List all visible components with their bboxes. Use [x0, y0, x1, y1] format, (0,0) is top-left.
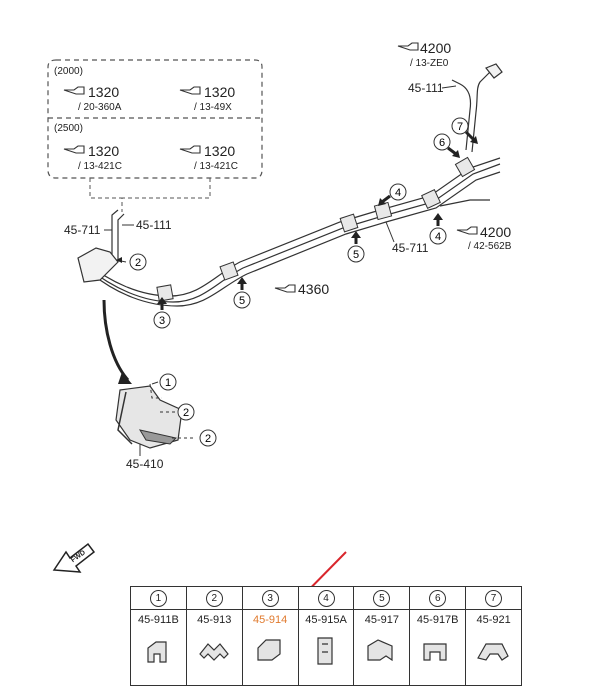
pointing-hand-icon	[179, 86, 201, 95]
ref-code: 1320	[204, 143, 235, 159]
ref-sub: / 13-49X	[194, 102, 232, 113]
svg-text:4200: 4200	[480, 224, 511, 240]
svg-text:3: 3	[159, 315, 165, 327]
group-label-2000: (2000)	[54, 66, 83, 77]
clip-7-icon	[476, 643, 509, 661]
legend-item-1[interactable]: 1 45-911B	[131, 587, 187, 685]
svg-text:7: 7	[457, 121, 463, 133]
svg-text:4: 4	[395, 187, 401, 199]
callout-2-top: 2	[115, 253, 147, 271]
legend-number: 5	[373, 589, 391, 607]
legend-item-3[interactable]: 3 45-914	[242, 587, 299, 685]
svg-text:1: 1	[165, 377, 171, 389]
reference-box: (2000) (2500) 1320 / 20-360A 1320 / 13-4…	[47, 59, 263, 212]
legend-item-5[interactable]: 5 45-917	[354, 587, 411, 685]
legend-part-number: 45-917	[364, 614, 399, 626]
clip-5-icon	[367, 639, 393, 662]
ref-code: 1320	[204, 84, 235, 100]
svg-text:6: 6	[439, 137, 445, 149]
ref-center[interactable]: 4360	[274, 281, 329, 297]
legend-number: 1	[149, 589, 167, 607]
svg-text:5: 5	[239, 295, 245, 307]
svg-text:2: 2	[205, 433, 211, 445]
legend-part-number: 45-911B	[138, 614, 179, 626]
ref-code: 1320	[88, 84, 119, 100]
clip-4-icon	[317, 637, 333, 665]
pointing-hand-icon	[63, 86, 85, 95]
ref-sub: / 13-421C	[194, 161, 238, 172]
part-45-410: 45-410	[126, 457, 164, 471]
legend-number: 6	[429, 589, 447, 607]
legend-number: 4	[317, 589, 335, 607]
clip-6-icon	[423, 643, 447, 661]
legend-item-6[interactable]: 6 45-917B	[410, 587, 467, 685]
legend-item-7[interactable]: 7 45-921	[466, 587, 522, 685]
heat-shield-detail	[102, 299, 196, 449]
callout-6: 6	[433, 133, 460, 158]
pointing-hand-icon	[179, 145, 201, 154]
legend-part-number: 45-917B	[416, 614, 459, 626]
part-45-711-right: 45-711	[392, 241, 429, 255]
legend-item-4[interactable]: 4 45-915A	[298, 587, 355, 685]
ref-top-right[interactable]: 4200 / 13-ZE0	[397, 40, 451, 69]
callout-5-a: 5	[233, 277, 251, 309]
ref-2000-1[interactable]: 1320 / 20-360A	[63, 84, 122, 113]
legend-number: 7	[485, 589, 503, 607]
svg-text:4360: 4360	[298, 281, 329, 297]
fwd-arrow-icon: FWD	[52, 542, 96, 573]
ref-code: 1320	[88, 143, 119, 159]
callout-4-a: 4	[378, 183, 407, 206]
legend-part-number: 45-913	[197, 614, 232, 626]
callout-7: 7	[451, 117, 478, 144]
pointing-hand-icon	[63, 145, 85, 154]
legend-number: 2	[205, 589, 223, 607]
clip-legend-table: 1 45-911B 2 45-913 3 45-914 4 45-915A 5 45-917 6 45…	[130, 586, 522, 686]
callout-5-b: 5	[347, 231, 365, 263]
ref-right[interactable]: 4200 / 42-562B	[456, 224, 512, 252]
fuel-pipes	[77, 63, 503, 307]
ref-2000-2[interactable]: 1320 / 13-49X	[179, 84, 235, 113]
pointing-hand-icon	[274, 284, 296, 293]
callouts: 2 3 5 5 4 4	[115, 117, 478, 447]
svg-text:/ 42-562B: / 42-562B	[468, 241, 512, 252]
part-labels: 45-711 45-111 45-111 45-711 45-410	[64, 81, 457, 471]
svg-text:2: 2	[183, 407, 189, 419]
pointing-hand-icon	[397, 42, 419, 51]
legend-part-number: 45-915A	[305, 614, 347, 626]
callout-2-detail-a: 2	[177, 403, 195, 421]
ref-2500-1[interactable]: 1320 / 13-421C	[63, 143, 122, 172]
pointing-hand-icon	[456, 226, 478, 235]
part-45-711-left: 45-711	[64, 223, 101, 237]
group-label-2500: (2500)	[54, 123, 83, 134]
svg-text:/ 13-ZE0: / 13-ZE0	[410, 58, 449, 69]
clip-2-icon	[199, 643, 230, 661]
legend-part-number: 45-921	[476, 614, 511, 626]
legend-part-number: 45-914	[253, 614, 288, 626]
legend-number: 3	[261, 589, 279, 607]
callout-3-left: 3	[153, 297, 171, 329]
callout-1-detail: 1	[151, 373, 177, 391]
legend-item-2[interactable]: 2 45-913	[186, 587, 243, 685]
ref-sub: / 20-360A	[78, 102, 122, 113]
clip-1-icon	[147, 641, 168, 663]
part-45-111-left: 45-111	[136, 218, 172, 232]
callout-2-detail-b: 2	[199, 429, 217, 447]
callout-4-b: 4	[429, 213, 447, 245]
ref-2500-2[interactable]: 1320 / 13-421C	[179, 143, 238, 172]
ref-sub: / 13-421C	[78, 161, 122, 172]
svg-text:5: 5	[353, 249, 359, 261]
svg-text:4: 4	[435, 231, 441, 243]
svg-text:2: 2	[135, 257, 141, 269]
part-45-111-top: 45-111	[408, 81, 444, 95]
svg-text:4200: 4200	[420, 40, 451, 56]
clip-3-icon	[257, 639, 281, 661]
clip-blocks	[156, 156, 476, 302]
